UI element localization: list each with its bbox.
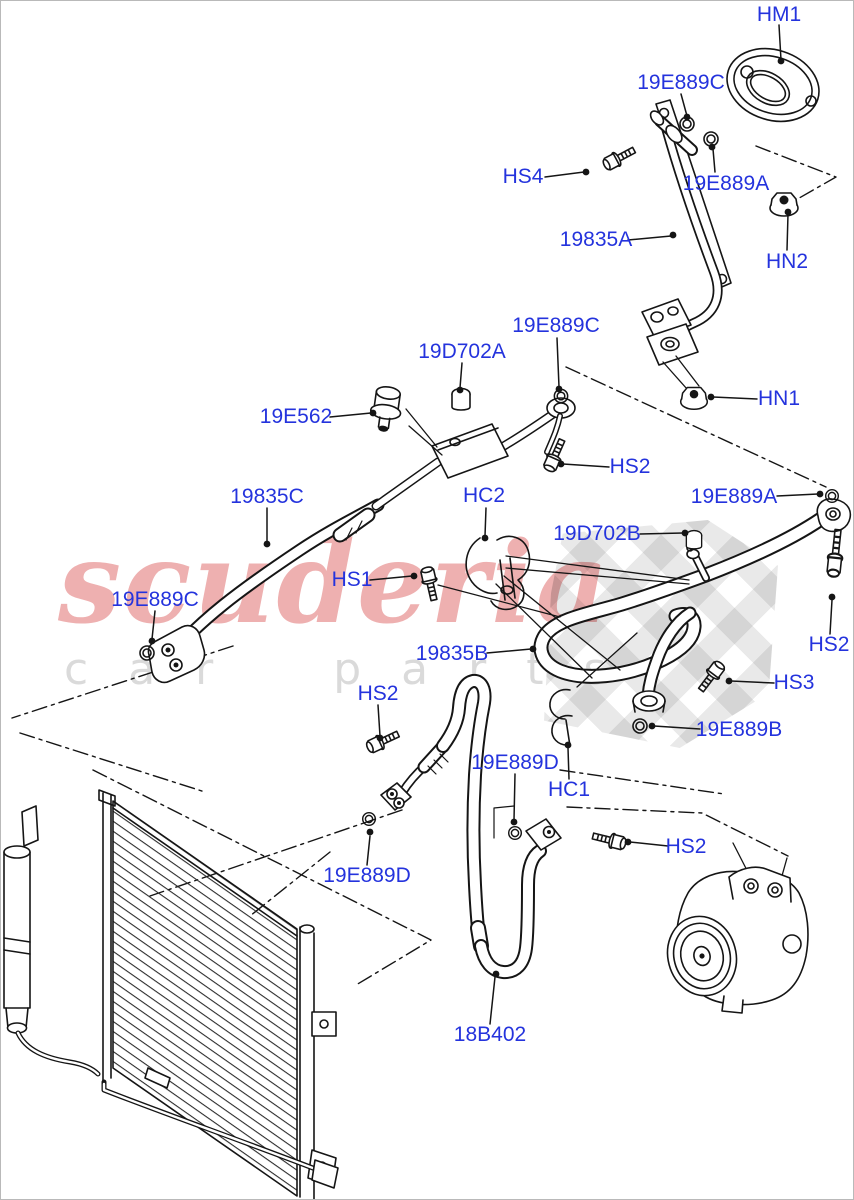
- pipe-port-flange: [544, 397, 576, 455]
- bolt-hs2-b: [824, 528, 847, 579]
- part-label-19e889a-1: 19E889A: [682, 172, 770, 195]
- right-elbow-flange: [816, 498, 852, 533]
- clamp-hc1: [549, 688, 573, 747]
- pipe-end-fitting: [147, 624, 206, 684]
- bolt-hs3: [694, 657, 728, 696]
- part-label-19835c: 19835C: [230, 485, 304, 508]
- nut-hn1: [679, 386, 709, 411]
- pressure-switch-19e562: [369, 386, 402, 432]
- elbow-flange: [641, 298, 699, 366]
- part-label-19835b: 19835B: [415, 642, 489, 665]
- part-label-19e889d-1: 19E889D: [471, 751, 559, 774]
- condenser-right-tank: [299, 924, 337, 1200]
- oring-19e889d-left: [361, 811, 377, 827]
- bolt-hs2-a: [540, 436, 570, 475]
- leader-lines: [148, 24, 836, 1025]
- part-label-hn2: HN2: [765, 250, 809, 273]
- bolt-hs1: [418, 564, 443, 603]
- part-label-19e889c-1: 19E889C: [637, 71, 725, 94]
- pipe-19835c: [147, 386, 576, 684]
- gasket-hm1: [726, 47, 820, 123]
- part-label-19835a: 19835A: [559, 228, 633, 251]
- condenser: [3, 789, 339, 1200]
- receiver-drier: [3, 845, 31, 1034]
- nut-hn2: [769, 192, 799, 217]
- oring-19e889b: [632, 718, 648, 734]
- clamp-hc2: [465, 535, 531, 611]
- part-label-hn1: HN1: [757, 387, 801, 410]
- oring-19e889d-center: [507, 825, 523, 841]
- part-label-19d702a: 19D702A: [418, 340, 506, 363]
- part-label-18b402: 18B402: [453, 1023, 527, 1046]
- hose-end-fitting-right: [525, 818, 562, 851]
- part-label-hm1: HM1: [756, 3, 802, 26]
- bracket-pipe-19835a: [641, 99, 732, 390]
- part-label-19e889b: 19E889B: [695, 718, 783, 741]
- bolt-hs2-c: [363, 726, 402, 756]
- part-label-hs2-b: HS2: [808, 633, 850, 656]
- watermark-brand: scuderia: [58, 518, 611, 649]
- part-label-hs4: HS4: [502, 165, 544, 188]
- part-label-19e889c-3: 19E889C: [111, 588, 199, 611]
- compressor-pulley: [666, 915, 738, 997]
- part-label-hc2: HC2: [462, 484, 506, 507]
- hose-19835b: [533, 498, 852, 713]
- part-label-hs1: HS1: [331, 568, 373, 591]
- part-label-hc1: HC1: [547, 778, 591, 801]
- part-label-19e889d-2: 19E889D: [323, 864, 411, 887]
- cap-19d702b: [685, 529, 703, 550]
- part-label-hs2-d: HS2: [665, 835, 707, 858]
- suction-port-flange: [632, 690, 666, 713]
- part-label-19e889c-2: 19E889C: [512, 314, 600, 337]
- part-label-hs2-a: HS2: [609, 455, 651, 478]
- part-label-19d702b: 19D702B: [553, 522, 641, 545]
- valve-block: [431, 423, 509, 479]
- compressor: [666, 842, 809, 1014]
- part-label-hs3: HS3: [773, 671, 815, 694]
- pointer-lines: [405, 408, 690, 688]
- hose-18b402: [380, 674, 562, 980]
- part-label-19e889a-2: 19E889A: [690, 485, 778, 508]
- part-label-hs2-c: HS2: [357, 682, 399, 705]
- part-label-19e562: 19E562: [259, 405, 333, 428]
- bolt-hs4: [600, 142, 639, 174]
- bolt-hs2-d: [590, 827, 629, 853]
- hose-end-fitting-left: [380, 782, 412, 811]
